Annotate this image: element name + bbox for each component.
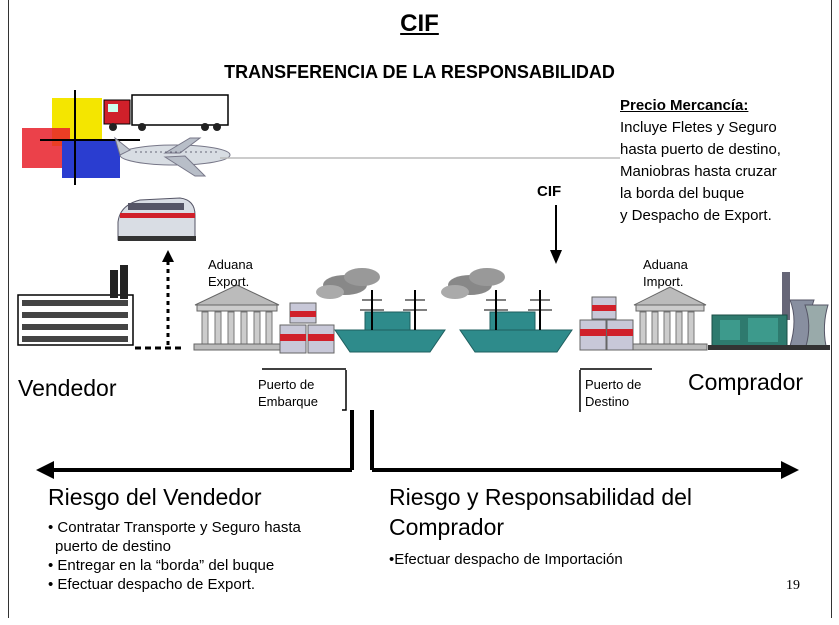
seller-risk-bullet: • Entregar en la “borda” del buque <box>48 557 275 574</box>
train-icon <box>117 197 196 241</box>
price-line: Incluye Fletes y Seguro <box>620 119 777 136</box>
port-embarque-label: Puerto de Embarque <box>258 376 318 410</box>
customs-export-icon <box>193 284 281 351</box>
crates-import-icon <box>579 296 634 351</box>
buyer-risk-heading: Comprador <box>389 514 505 540</box>
airplane-icon <box>114 136 231 177</box>
price-line: y Despacho de Export. <box>620 207 772 224</box>
seller-risk-bullet: puerto de destino <box>55 538 171 555</box>
seller-label: Vendedor <box>18 375 117 401</box>
price-note: Precio Mercancía: Incluye Fletes y Segur… <box>620 95 825 227</box>
seller-risk-bullet: • Efectuar despacho de Export. <box>48 576 256 593</box>
aduana-export-label: Aduana Export. <box>208 256 253 290</box>
buyer-risk-heading: Riesgo y Responsabilidad del <box>389 484 693 510</box>
factory-icon <box>17 265 134 346</box>
slide-frame <box>8 0 832 618</box>
blue-square <box>62 140 120 178</box>
seller-risk-bullet: • Contratar Transporte y Seguro hasta <box>48 519 301 536</box>
truck-icon <box>103 94 229 131</box>
buyer-risk-bullet: •Efectuar despacho de Importación <box>389 551 623 568</box>
seller-risk-section: Riesgo del Vendedor • Contratar Transpor… <box>48 482 368 594</box>
port-destino-label: Puerto de Destino <box>585 376 641 410</box>
aduana-import-line: Aduana <box>643 257 688 272</box>
page-title: CIF <box>400 10 439 37</box>
aduana-import-label: Aduana Import. <box>643 256 688 290</box>
price-line: la borda del buque <box>620 185 745 202</box>
port-destino-line: Destino <box>585 394 630 409</box>
seller-risk-heading: Riesgo del Vendedor <box>48 484 262 510</box>
aduana-export-line: Aduana <box>208 257 253 272</box>
cif-marker-label: CIF <box>537 183 562 200</box>
buyer-label: Comprador <box>688 369 804 395</box>
page-number: 19 <box>786 578 800 593</box>
ship-icon-1 <box>316 268 446 353</box>
port-embarque-line: Embarque <box>258 394 318 409</box>
aduana-import-line: Import. <box>643 274 684 289</box>
buyer-risk-section: Riesgo y Responsabilidad del Comprador •… <box>389 482 809 569</box>
price-line: hasta puerto de destino, <box>620 141 781 158</box>
ship-icon-2 <box>441 268 573 353</box>
price-line: Maniobras hasta cruzar <box>620 163 777 180</box>
crates-export-icon <box>279 302 335 354</box>
price-heading: Precio Mercancía: <box>620 97 749 114</box>
power-plant-icon <box>708 272 830 350</box>
port-embarque-line: Puerto de <box>258 377 315 392</box>
aduana-export-line: Export. <box>208 274 250 289</box>
customs-import-icon <box>632 286 708 351</box>
page-subtitle: TRANSFERENCIA DE LA RESPONSABILIDAD <box>224 62 615 82</box>
port-destino-line: Puerto de <box>585 377 642 392</box>
